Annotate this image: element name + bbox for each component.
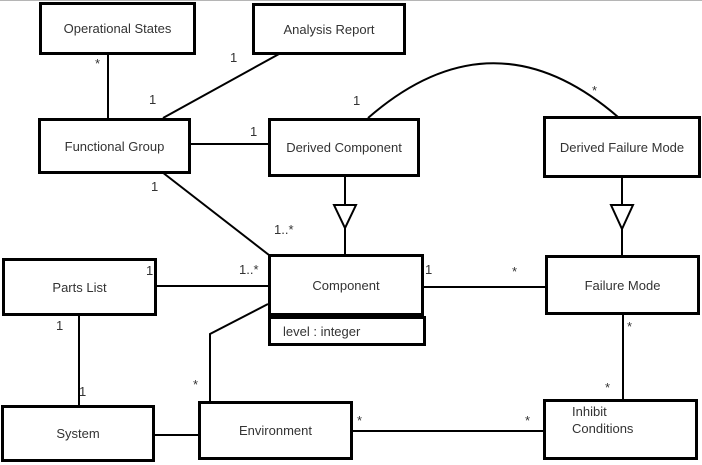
multiplicity-label: 1 bbox=[353, 93, 361, 108]
multiplicity-label: * bbox=[605, 380, 611, 395]
class-name-label: System bbox=[56, 426, 100, 441]
class-name-label: Functional Group bbox=[64, 138, 165, 154]
class-name-label: Parts List bbox=[52, 279, 107, 295]
multiplicity-label: * bbox=[525, 413, 531, 428]
class-box-inhibit-conditions[interactable]: Inhibit Conditions bbox=[543, 399, 698, 460]
multiplicity-label: 1 bbox=[230, 50, 238, 65]
class-box-operational-states[interactable]: Operational States bbox=[39, 2, 196, 55]
class-box-derived-failure-mode[interactable]: Derived Failure Mode bbox=[543, 116, 701, 178]
class-name-label: Derived Component bbox=[286, 140, 402, 155]
generalization-triangle-icon bbox=[609, 204, 635, 232]
multiplicity-label: * bbox=[592, 83, 598, 98]
multiplicity-label: * bbox=[627, 319, 633, 334]
class-box-environment[interactable]: Environment bbox=[198, 401, 353, 460]
class-name-label: Operational States bbox=[63, 21, 172, 36]
generalization-triangle-icon bbox=[332, 204, 358, 231]
class-name-label: Derived Failure Mode bbox=[559, 139, 685, 155]
multiplicity-label: * bbox=[357, 413, 363, 428]
multiplicity-label: * bbox=[193, 377, 199, 392]
class-name-label: Inhibit Conditions bbox=[572, 404, 634, 436]
multiplicity-label: 1 bbox=[149, 92, 157, 107]
class-attribute-label: level : integer bbox=[283, 323, 361, 339]
class-box-system[interactable]: System bbox=[1, 405, 155, 462]
multiplicity-label: * bbox=[512, 264, 518, 279]
multiplicity-label: 1 bbox=[56, 318, 64, 333]
class-box-functional-group[interactable]: Functional Group bbox=[38, 118, 191, 174]
multiplicity-label: 1 bbox=[146, 263, 154, 278]
association-derived-component-derived-failure-mode-arc[interactable] bbox=[367, 62, 619, 119]
multiplicity-label: 1 bbox=[250, 124, 258, 139]
generalization-derived-failure-mode-to-failure-mode[interactable] bbox=[609, 178, 635, 256]
multiplicity-label: 1..* bbox=[274, 222, 294, 237]
multiplicity-label: 1..* bbox=[239, 262, 259, 277]
class-box-component-attributes[interactable]: level : integer bbox=[268, 316, 426, 346]
class-box-parts-list[interactable]: Parts List bbox=[2, 258, 157, 316]
class-name-label: Component bbox=[312, 277, 380, 293]
generalization-derived-component-to-component[interactable] bbox=[332, 177, 358, 255]
multiplicity-label: 1 bbox=[151, 179, 159, 194]
multiplicity-label: 1 bbox=[425, 262, 433, 277]
class-name-label: Environment bbox=[239, 423, 312, 438]
association-component-environment[interactable] bbox=[209, 303, 269, 401]
class-name-label: Analysis Report bbox=[283, 21, 375, 37]
class-box-derived-component[interactable]: Derived Component bbox=[268, 118, 420, 177]
class-box-failure-mode[interactable]: Failure Mode bbox=[545, 255, 700, 315]
class-box-analysis-report[interactable]: Analysis Report bbox=[252, 3, 406, 55]
association-functional-group-component[interactable] bbox=[161, 171, 270, 256]
association-analysis-report-functional-group[interactable] bbox=[162, 53, 280, 119]
class-name-label: Failure Mode bbox=[584, 277, 661, 293]
multiplicity-label: * bbox=[95, 56, 101, 71]
multiplicity-label: 1 bbox=[79, 384, 87, 399]
class-box-component[interactable]: Component bbox=[268, 254, 424, 316]
